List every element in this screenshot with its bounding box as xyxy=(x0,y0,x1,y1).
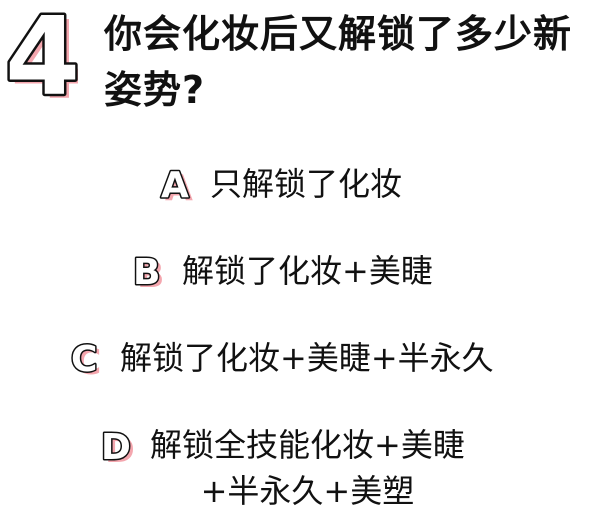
option-d-text: 解锁全技能化妆+美睫 +半永久+美塑 xyxy=(150,422,465,514)
option-a-letter-badge: A A xyxy=(160,164,194,207)
option-d-letter-badge: D D xyxy=(100,426,135,469)
option-d-text-line1: 解锁全技能化妆+美睫 xyxy=(150,426,465,464)
question-number: 4 4 xyxy=(3,0,79,112)
svg-text:D: D xyxy=(105,430,135,468)
option-d[interactable]: D D 解锁全技能化妆+美睫 +半永久+美塑 xyxy=(96,422,465,514)
option-c-text: 解锁了化妆+美睫+半永久 xyxy=(120,339,494,377)
svg-text:A: A xyxy=(161,165,189,206)
svg-text:D: D xyxy=(101,427,131,468)
option-b[interactable]: B B 解锁了化妆+美睫 xyxy=(128,249,433,294)
svg-text:A: A xyxy=(165,168,193,206)
option-d-text-line2: +半永久+美塑 xyxy=(200,472,415,510)
svg-text:B: B xyxy=(137,255,164,293)
svg-text:C: C xyxy=(71,339,97,380)
question-number-shadow: 4 xyxy=(10,0,78,112)
option-b-letter-badge: B B xyxy=(132,251,165,294)
svg-text:B: B xyxy=(133,252,160,293)
option-c[interactable]: C C 解锁了化妆+美睫+半永久 xyxy=(66,336,494,381)
option-a-text: 只解锁了化妆 xyxy=(210,165,403,203)
question-number-glyph: 4 xyxy=(5,0,78,112)
option-b-text: 解锁了化妆+美睫 xyxy=(182,252,433,290)
question-title: 你会化妆后又解锁了多少新姿势? xyxy=(104,12,573,112)
svg-text:C: C xyxy=(75,342,101,380)
option-a[interactable]: A A 只解锁了化妆 xyxy=(156,162,403,207)
option-c-letter-badge: C C xyxy=(70,338,102,381)
